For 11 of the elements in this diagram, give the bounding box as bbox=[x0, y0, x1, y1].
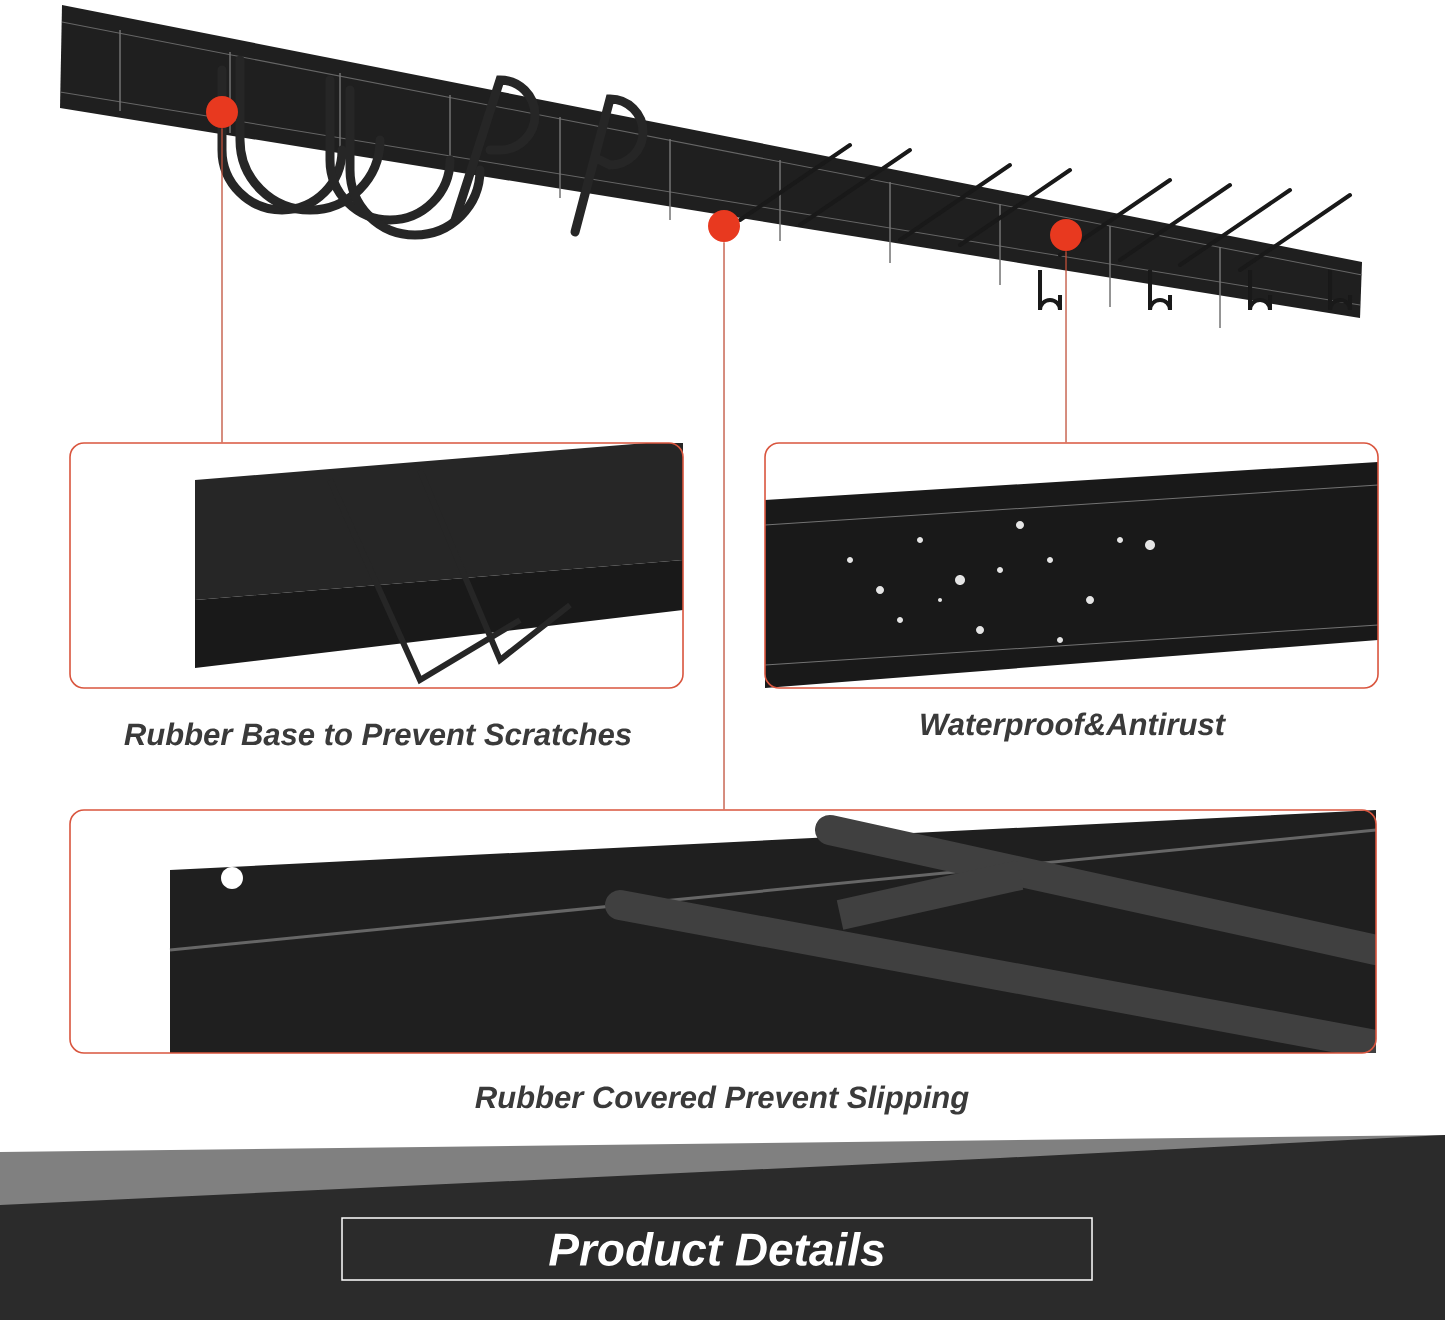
detail-panel bbox=[69, 442, 684, 689]
leader-line bbox=[723, 241, 725, 810]
title-box: Product Details bbox=[341, 1217, 1093, 1281]
leader-line bbox=[1065, 250, 1067, 443]
panel-label: Rubber Base to Prevent Scratches bbox=[124, 722, 631, 746]
marker-dot bbox=[1050, 219, 1082, 251]
leader-line bbox=[221, 127, 223, 443]
marker-dot bbox=[708, 210, 740, 242]
marker-dot bbox=[206, 96, 238, 128]
panel-label: Rubber Covered Prevent Slipping bbox=[475, 1085, 969, 1115]
panel-label: Waterproof&Antirust bbox=[921, 712, 1227, 742]
